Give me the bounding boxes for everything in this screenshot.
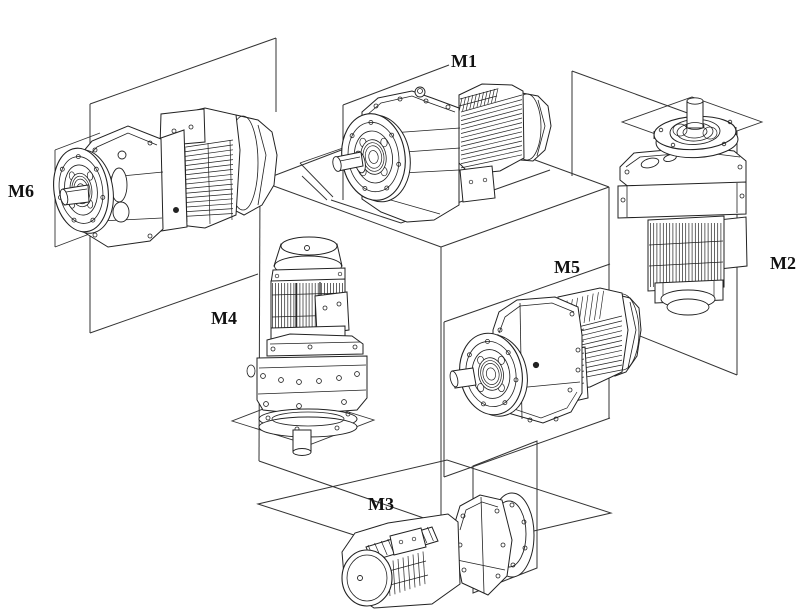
svg-text:M2: M2 bbox=[770, 253, 796, 273]
svg-text:M3: M3 bbox=[368, 494, 394, 514]
svg-text:M6: M6 bbox=[8, 181, 34, 201]
svg-text:M1: M1 bbox=[451, 51, 477, 71]
svg-text:M4: M4 bbox=[211, 308, 237, 328]
svg-text:M5: M5 bbox=[554, 257, 580, 277]
